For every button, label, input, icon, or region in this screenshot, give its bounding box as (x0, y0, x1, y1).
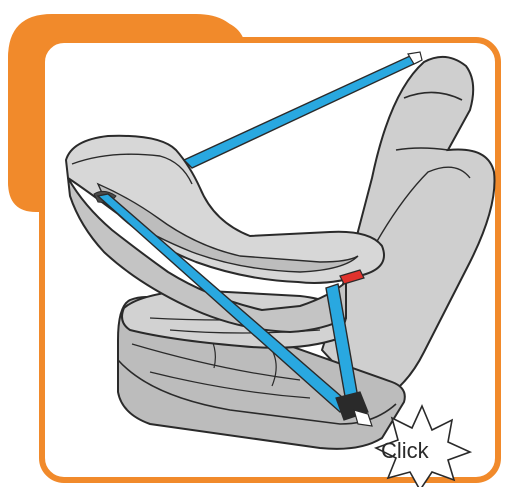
click-label: Click (381, 438, 430, 463)
